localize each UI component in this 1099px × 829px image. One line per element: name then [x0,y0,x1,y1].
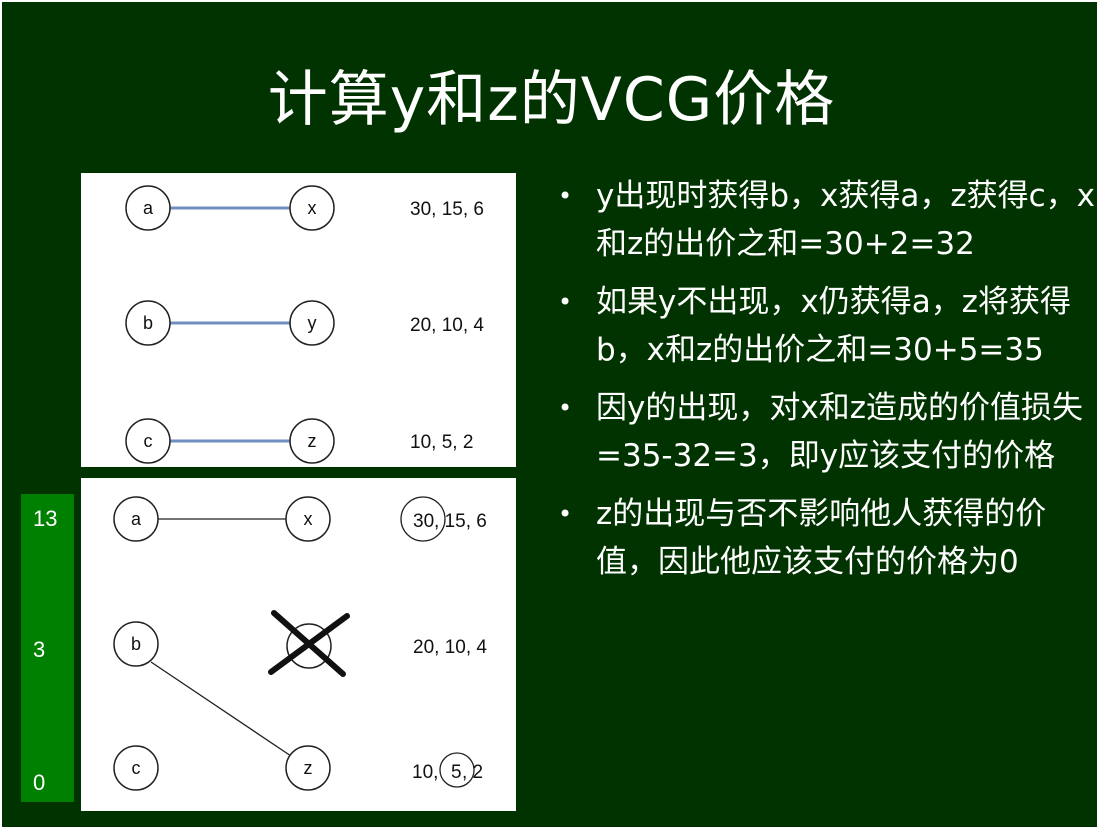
bar-label-3: 3 [33,637,46,662]
payment-bar: 13 3 0 [21,494,74,802]
bullet-dot: • [558,500,573,528]
bullet-dot: • [558,288,573,316]
cross-out-mark [268,610,350,677]
node-x [285,496,331,542]
node-x-label: x [308,198,317,218]
highlight-circle-5 [439,752,475,788]
bullet-dot: • [558,394,573,422]
node-c [125,418,171,464]
bid-z: 10, 5, 2 [410,432,473,453]
bid-z-after: , 2 [462,762,483,783]
bid-z-circled: 5 [451,762,462,783]
bullet-item: • z的出现与否不影响他人获得的价值，因此他应该支付的价格为0 [556,490,1096,586]
bullet-text: y出现时获得b，x获得a，z获得c，x和z的出价之和=30+2=32 [596,178,1096,262]
node-a-label: a [143,198,154,218]
edge-b-z [150,661,292,757]
node-a [113,496,159,542]
matching-graph-top-svg: a b c x y z 30, 15, 6 20, 10, 4 10, 5, 2 [125,185,484,464]
bid-x-rest: , 15, 6 [434,511,487,532]
matching-graph-bottom-svg: a b c x z 30 , 15, 6 20, 10, 4 10, 5 , 2 [113,496,487,791]
node-c [113,745,159,791]
node-b-label: b [131,634,141,654]
node-c-label: c [144,431,153,451]
bar-label-0: 0 [33,770,46,795]
bullet-item: • y出现时获得b，x获得a，z获得c，x和z的出价之和=30+2=32 [556,172,1096,268]
highlight-circle-30 [400,496,446,542]
bullet-dot: • [558,182,573,210]
node-x [289,185,335,231]
matching-graph-top: a b c x y z 30, 15, 6 20, 10, 4 10, 5, 2 [81,173,516,467]
node-z-label: z [308,431,317,451]
bullet-text: 如果y不出现，x仍获得a，z将获得b，x和z的出价之和=30+5=35 [596,284,1071,368]
bullet-text: 因y的出现，对x和z造成的价值损失=35-32=3，即y应该支付的价格 [596,390,1083,474]
slide-title: 计算y和z的VCG价格 [267,65,836,135]
matching-graph-bottom: a b c x z 30 , 15, 6 20, 10, 4 10, 5 , 2 [81,478,516,811]
bid-y: 20, 10, 4 [413,637,487,658]
bullet-text: z的出现与否不影响他人获得的价值，因此他应该支付的价格为0 [596,496,1047,580]
bid-x-circled: 30 [413,511,434,532]
node-z [285,745,331,791]
node-y [289,300,335,346]
node-z-label: z [304,758,313,778]
node-b [125,300,171,346]
node-x-label: x [304,509,313,529]
bid-z-before: 10, [412,762,438,783]
bid-x: 30, 15, 6 [410,199,484,220]
bid-y: 20, 10, 4 [410,315,484,336]
node-c-label: c [132,758,141,778]
node-y-label: y [308,313,317,333]
bullet-item: • 因y的出现，对x和z造成的价值损失=35-32=3，即y应该支付的价格 [556,384,1096,480]
bullet-item: • 如果y不出现，x仍获得a，z将获得b，x和z的出价之和=30+5=35 [556,278,1096,374]
bullet-list: • y出现时获得b，x获得a，z获得c，x和z的出价之和=30+2=32 • 如… [556,172,1096,596]
node-z [289,418,335,464]
node-b-label: b [143,313,153,333]
node-a-label: a [131,509,142,529]
node-a [125,185,171,231]
node-b [113,621,159,667]
bar-label-13: 13 [33,506,58,531]
